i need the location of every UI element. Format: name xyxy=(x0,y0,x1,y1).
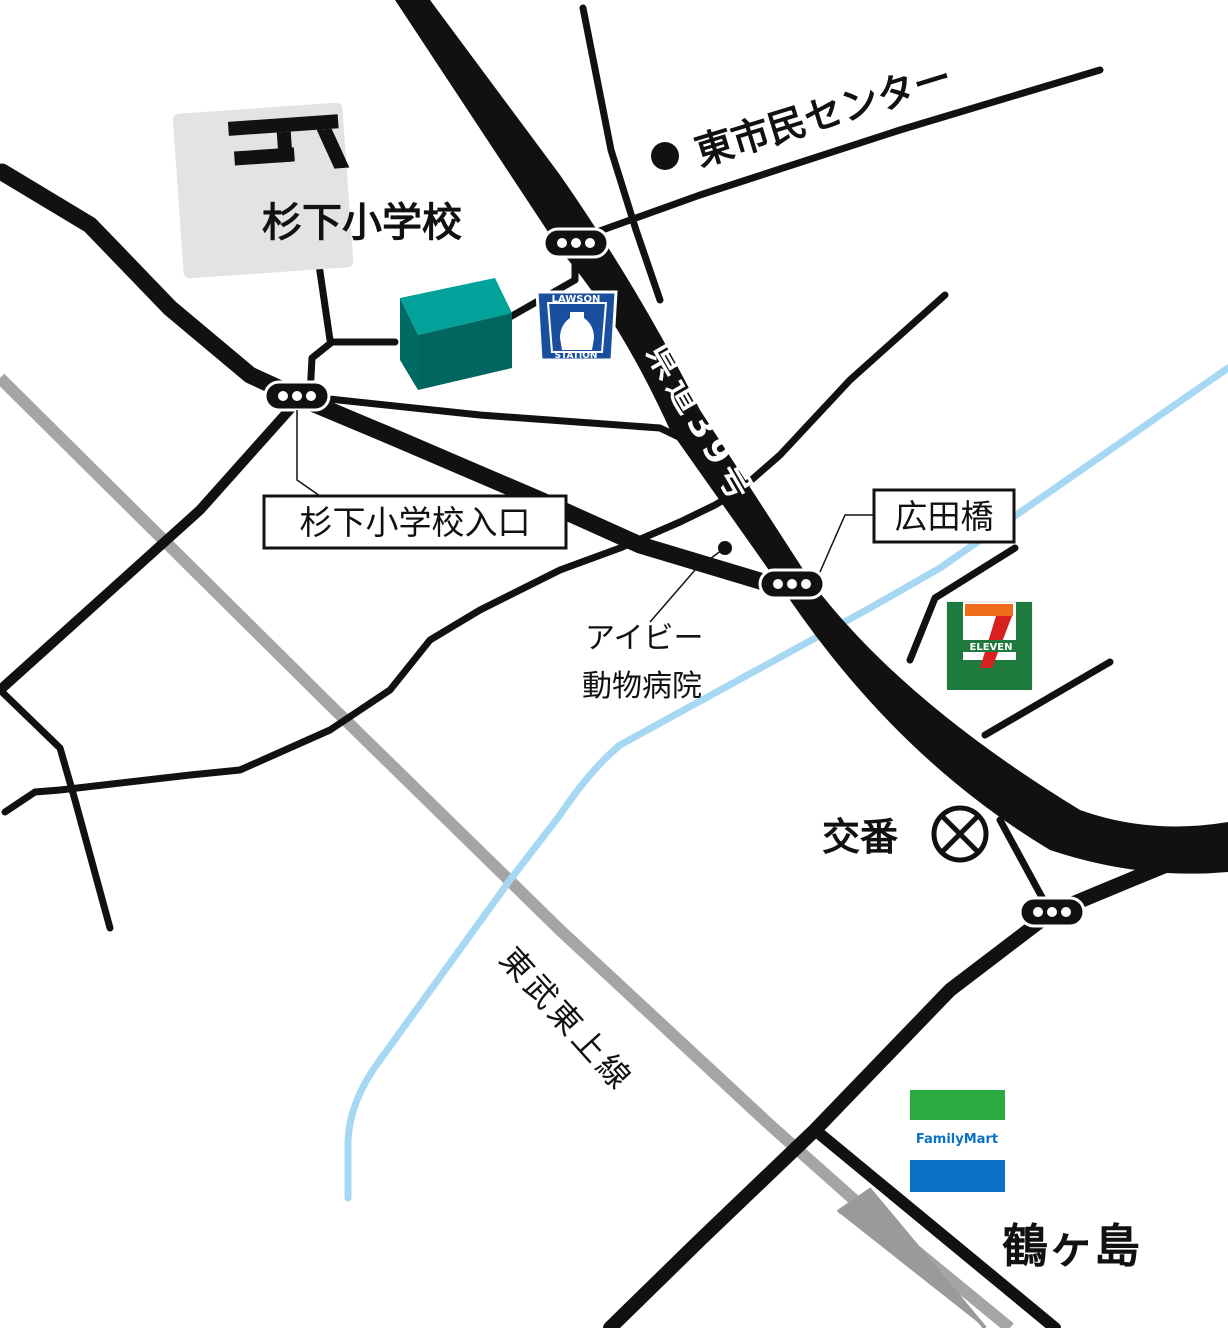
traffic-light-icon xyxy=(758,568,826,600)
school-area xyxy=(172,102,354,279)
lawson-top-text: LAWSON xyxy=(552,294,601,305)
location-dot-icon xyxy=(718,541,732,555)
prefectural-route-39 xyxy=(395,0,1228,874)
label-koban: 交番 xyxy=(822,815,898,859)
koban-icon xyxy=(931,805,989,863)
familymart-logo: FamilyMart xyxy=(910,1090,1005,1192)
label-box-bridge xyxy=(872,488,1016,544)
seven-eleven-text: ELEVEN xyxy=(970,642,1013,653)
label-box-school-entrance xyxy=(262,494,568,550)
traffic-lights xyxy=(263,227,1086,928)
seven-eleven-logo: ELEVEN xyxy=(946,601,1033,690)
label-bridge: 広田橋 xyxy=(895,497,994,536)
school-map-symbol-icon xyxy=(227,114,350,169)
traffic-light-icon xyxy=(1018,896,1086,928)
lawson-bottom-text: STATION xyxy=(555,351,598,361)
traffic-light-icon xyxy=(542,227,610,259)
location-dot-icon xyxy=(651,142,679,170)
label-railway: 東武東上線 xyxy=(492,940,641,1099)
label-route: 県道39号 xyxy=(638,337,762,512)
railway-tobu-tojo-line xyxy=(0,373,1014,1328)
lawson-station-logo: LAWSON STATION xyxy=(535,290,618,362)
road-school-entrance xyxy=(0,393,305,695)
minor-roads xyxy=(0,4,1114,932)
label-vet-2: 動物病院 xyxy=(582,669,702,704)
building xyxy=(400,278,512,390)
traffic-light-icon xyxy=(263,380,331,412)
label-school-entrance: 杉下小学校入口 xyxy=(300,503,531,542)
label-vet: アイビー xyxy=(585,621,704,656)
label-school: 杉下小学校 xyxy=(262,200,462,246)
leader-lines xyxy=(296,410,874,623)
river xyxy=(344,364,1228,1202)
label-station: 鶴ヶ島 xyxy=(1002,1219,1140,1273)
familymart-text: FamilyMart xyxy=(916,1132,998,1147)
